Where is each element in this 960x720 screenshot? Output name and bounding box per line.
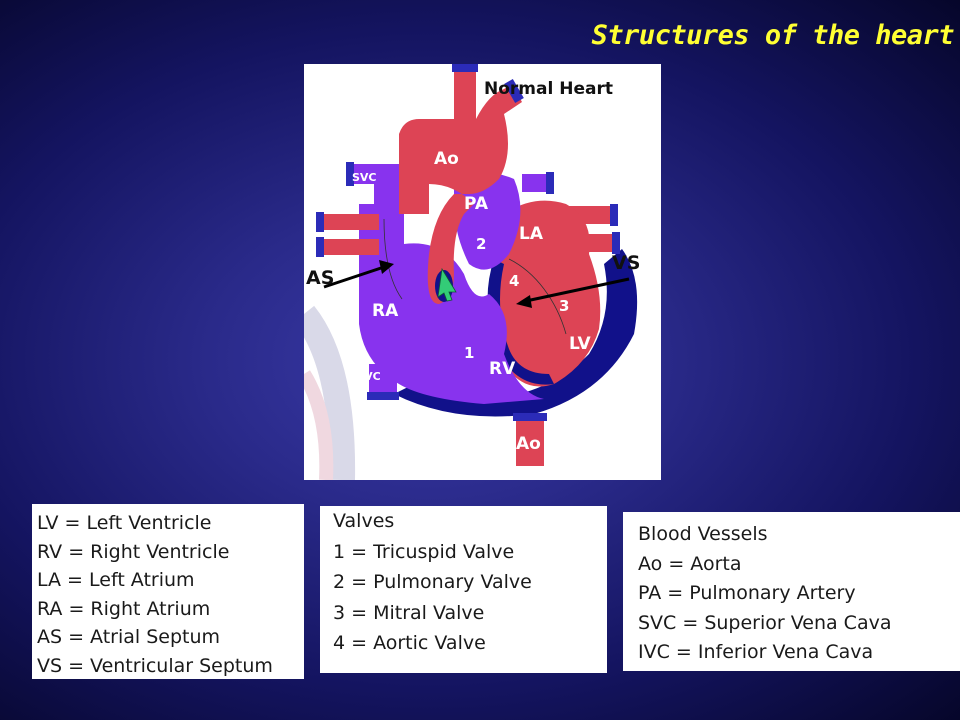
label-vs: VS <box>612 252 640 274</box>
svc-cap <box>346 162 354 186</box>
legend-line: 4 = Aortic Valve <box>333 632 486 654</box>
legend-line: Ao = Aorta <box>638 552 742 575</box>
label-as: AS <box>306 267 334 289</box>
label-ivc: IVC <box>360 370 381 383</box>
legend-line: PA = Pulmonary Artery <box>638 582 856 604</box>
heart-diagram: Normal Heart Ao SVC PA LA 2 AS VS 4 RA 3… <box>304 64 661 480</box>
vs-arrowhead-icon <box>516 295 532 308</box>
label-valve-4: 4 <box>509 272 519 290</box>
legend-line: RA = Right Atrium <box>37 597 211 620</box>
chambers-legend: LV = Left Ventricle RV = Right Ventricle… <box>32 504 304 679</box>
legend-line: RV = Right Ventricle <box>37 540 230 563</box>
label-valve-2: 2 <box>476 235 486 253</box>
vein-cap-upper <box>610 204 618 226</box>
label-ao-top: Ao <box>434 149 459 169</box>
legend-line: 3 = Mitral Valve <box>333 601 485 624</box>
pa-branch <box>522 174 550 192</box>
svc-vessel <box>349 164 399 214</box>
descending-aorta <box>516 416 544 466</box>
descending-aorta-cap <box>513 413 547 421</box>
legend-line: IVC = Inferior Vena Cava <box>638 641 874 663</box>
legend-line: SVC = Superior Vena Cava <box>638 611 892 634</box>
right-heart <box>359 204 544 404</box>
label-ao-bottom: Ao <box>516 434 541 454</box>
legend-line: 1 = Tricuspid Valve <box>333 540 515 563</box>
legend-line: LV = Left Ventricle <box>37 512 212 534</box>
left-vessel-lower <box>319 239 379 255</box>
label-la: LA <box>519 224 544 244</box>
as-arrowhead-icon <box>379 260 394 274</box>
aorta-arch <box>399 64 522 304</box>
legend-line: 2 = Pulmonary Valve <box>333 571 532 593</box>
pointer-arrow-icon <box>437 267 457 302</box>
valves-legend: Valves 1 = Tricuspid Valve 2 = Pulmonary… <box>320 506 607 673</box>
ventricle-wall <box>394 249 638 417</box>
pa-branch-cap <box>546 172 554 194</box>
vein-cap-lower <box>612 232 620 254</box>
label-valve-1: 1 <box>464 344 474 362</box>
vessels-legend: Blood Vessels Ao = Aorta PA = Pulmonary … <box>623 512 960 671</box>
legend-heading: Valves <box>333 510 395 532</box>
pulmonary-artery <box>454 172 521 270</box>
as-arrow <box>323 265 385 289</box>
label-ra: RA <box>372 301 399 321</box>
vs-arrow <box>525 277 630 303</box>
label-pa: PA <box>464 194 489 214</box>
aorta-cap-top <box>452 64 478 72</box>
background-curve <box>304 305 356 480</box>
legend-line: LA = Left Atrium <box>37 569 195 591</box>
label-svc: SVC <box>352 171 377 184</box>
ivc-cap <box>367 392 399 400</box>
label-rv: RV <box>489 359 516 379</box>
label-lv: LV <box>569 334 591 354</box>
left-vessel-cap-upper <box>316 212 324 232</box>
legend-heading: Blood Vessels <box>638 523 768 545</box>
slide-title: Structures of the heart <box>591 20 955 51</box>
label-valve-3: 3 <box>559 297 569 315</box>
left-vessel-upper <box>319 214 379 230</box>
heart-illustration: Normal Heart Ao SVC PA LA 2 AS VS 4 RA 3… <box>304 64 640 480</box>
legend-line: AS = Atrial Septum <box>37 626 221 648</box>
aorta-cap-right <box>504 78 524 104</box>
legend-line: VS = Ventricular Septum <box>37 654 273 677</box>
outline-line <box>508 258 567 335</box>
diagram-heading: Normal Heart <box>484 79 613 99</box>
background-curve-inner <box>304 370 334 480</box>
left-vessel-cap-lower <box>316 237 324 257</box>
